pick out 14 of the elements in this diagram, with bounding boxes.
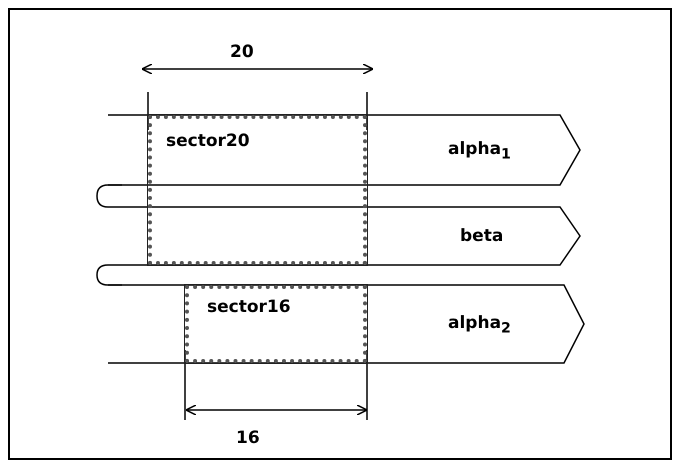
sector-box — [148, 115, 367, 265]
strand-label: beta — [460, 226, 504, 246]
strand-band — [122, 207, 580, 265]
strand-band — [108, 285, 584, 363]
sector-box — [185, 285, 367, 363]
dimension-label: 16 — [236, 428, 260, 448]
sector-label: sector16 — [207, 297, 291, 317]
loop-connector — [96, 264, 122, 286]
dimension-label: 20 — [230, 42, 254, 62]
strand-label: alpha$_{1}$ — [448, 139, 511, 164]
strand-band — [108, 115, 580, 185]
strand-label: alpha$_{2}$ — [448, 313, 511, 338]
sector-label: sector20 — [166, 131, 250, 151]
loop-connector — [96, 184, 122, 208]
